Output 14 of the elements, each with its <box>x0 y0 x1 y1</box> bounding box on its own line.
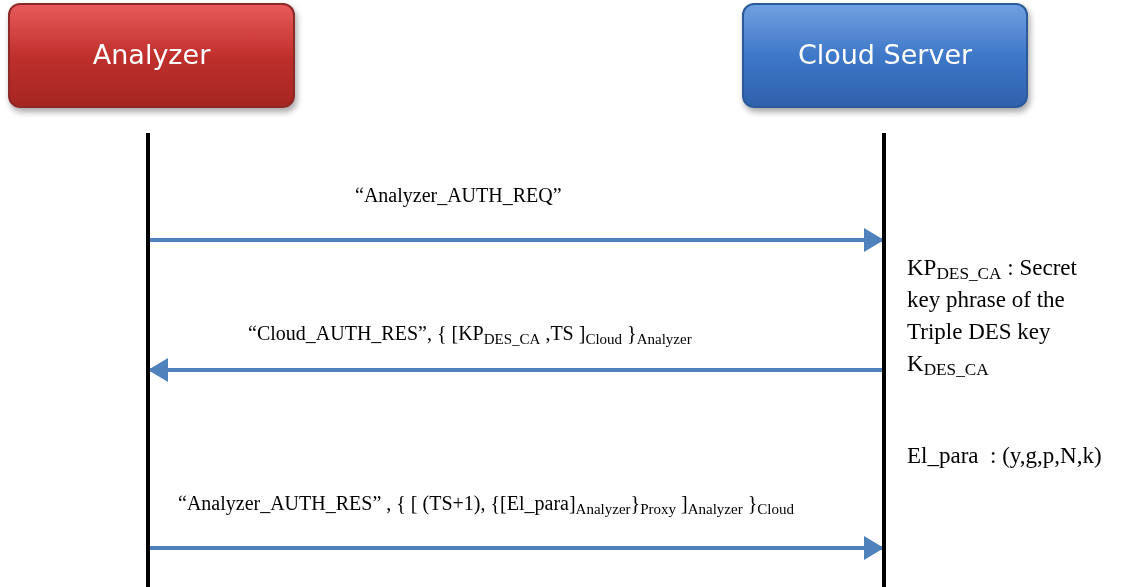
lifeline <box>146 133 150 587</box>
participant-box <box>742 3 1028 108</box>
note-text: El_para : (y,g,p,N,k) <box>907 442 1103 470</box>
message-arrow <box>148 358 882 382</box>
message-arrow <box>150 536 884 560</box>
participant-name: Analyzer <box>92 38 211 73</box>
participant-name: Cloud Server <box>797 38 973 73</box>
participant-box <box>8 3 295 108</box>
message-label: “Analyzer_AUTH_RES” , { [ (TS+1), {[El_para]$_{Analyzer}$}$_{Proxy}$ ]$_{Analyzer}$ }$_{Cloud}$ <box>178 491 794 518</box>
lifeline <box>882 133 886 587</box>
message-label: “Cloud_AUTH_RES”, { [KP$_{DES_CA}$ ,TS ]$_{Cloud}$ }$_{Analyzer}$ <box>248 321 692 348</box>
message-label: “Analyzer_AUTH_REQ” <box>355 183 562 209</box>
note-text: KP$_{DES_CA}$ : Secret key phrase of the Triple DES key K$_{DES_CA}$ <box>907 254 1078 380</box>
message-arrow <box>150 228 884 252</box>
